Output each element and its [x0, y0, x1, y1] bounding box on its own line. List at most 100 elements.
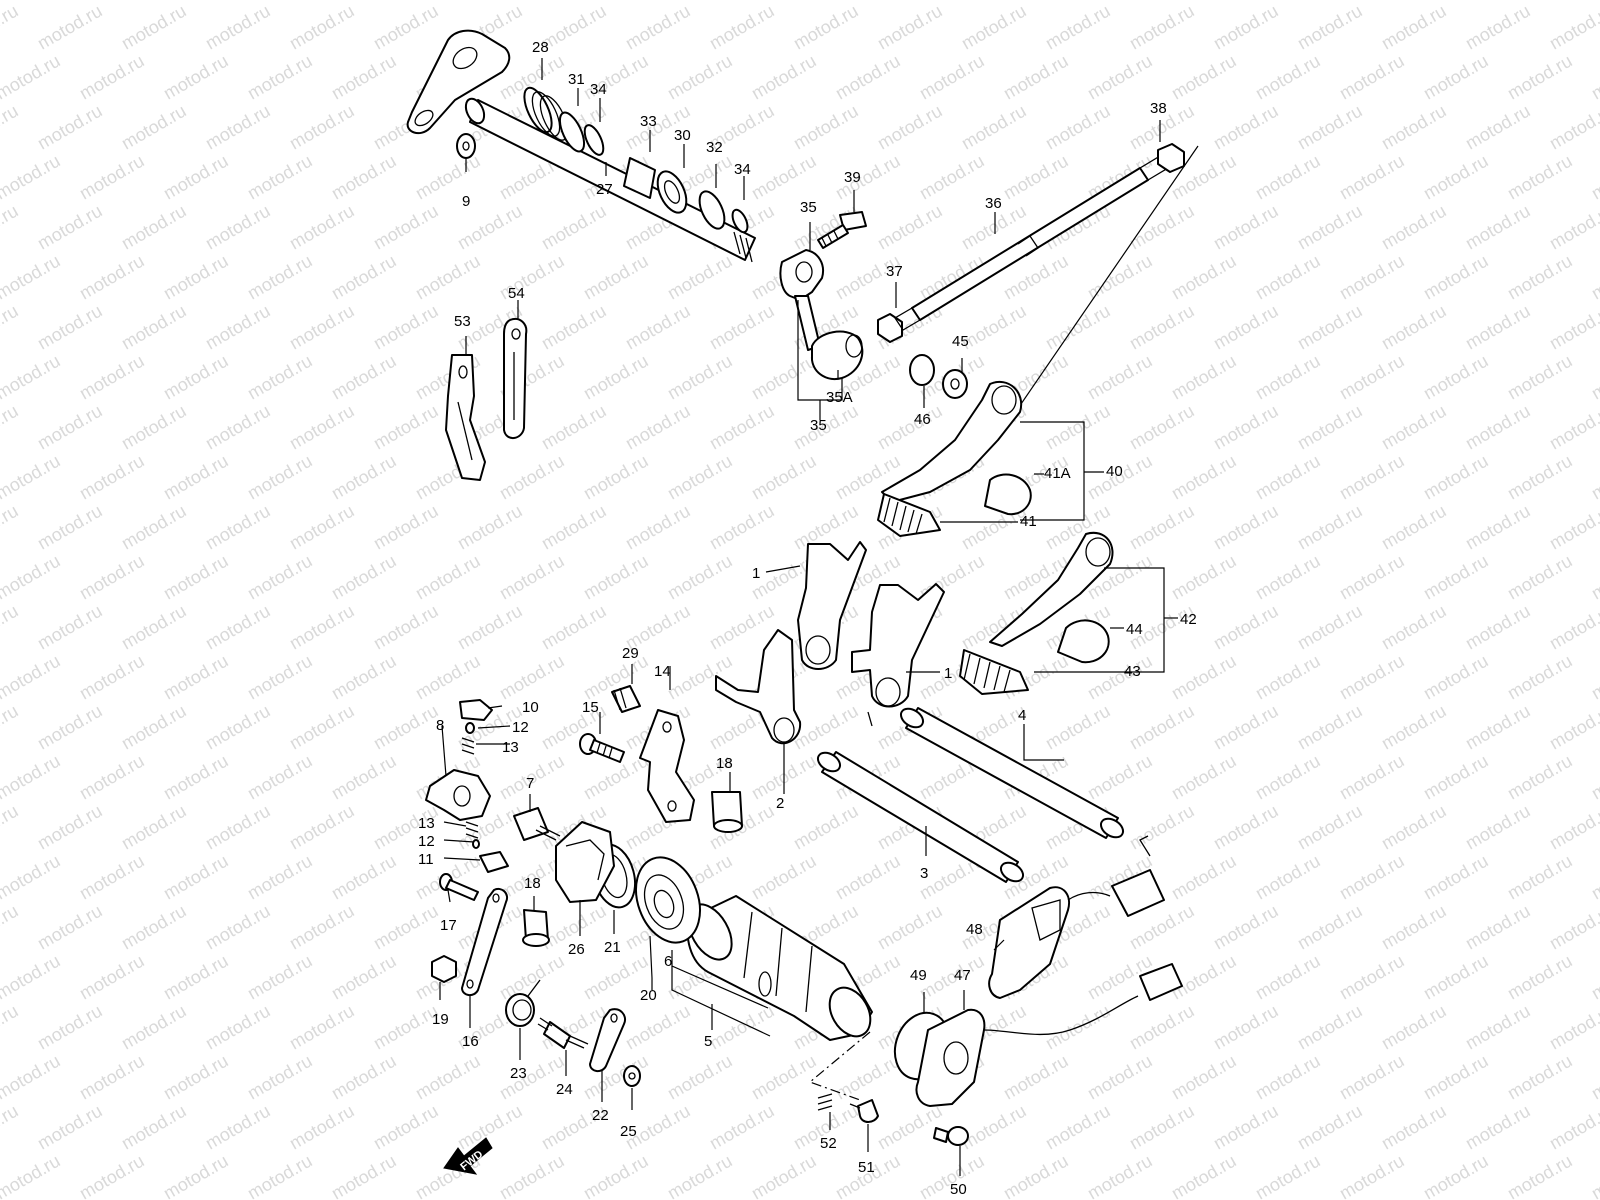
label-3: 3	[920, 865, 928, 882]
watermark-text: motod.ru	[958, 1101, 1030, 1154]
watermark-text: motod.ru	[202, 801, 274, 854]
label-26: 26	[568, 941, 585, 958]
watermark-text: motod.ru	[1294, 101, 1366, 154]
label-30: 30	[674, 127, 691, 144]
watermark-text: motod.ru	[1336, 251, 1408, 304]
watermark-text: motod.ru	[916, 51, 988, 104]
watermark-text: motod.ru	[202, 701, 274, 754]
watermark-text: motod.ru	[748, 0, 820, 3]
watermark-text: motod.ru	[1504, 651, 1576, 704]
shift-fork-2	[715, 629, 802, 745]
watermark-text: motod.ru	[1294, 1001, 1366, 1054]
watermark-text: motod.ru	[76, 851, 148, 904]
watermark-text: motod.ru	[244, 551, 316, 604]
bearing-20	[635, 856, 701, 944]
watermark-text: motod.ru	[34, 401, 106, 454]
watermark-text: motod.ru	[34, 1101, 106, 1154]
label-13-lower: 13	[418, 815, 435, 832]
watermark-text: motod.ru	[244, 651, 316, 704]
watermark-text: motod.ru	[1336, 751, 1408, 804]
watermark-text: motod.ru	[1462, 201, 1534, 254]
watermark-text: motod.ru	[1336, 351, 1408, 404]
watermark-text: motod.ru	[160, 151, 232, 204]
watermark-text: motod.ru	[328, 451, 400, 504]
watermark-text: motod.ru	[0, 351, 64, 404]
watermark-text: motod.ru	[160, 751, 232, 804]
watermark-text: motod.ru	[454, 501, 526, 554]
gearshift-shaft-27	[406, 29, 756, 263]
watermark-text: motod.ru	[76, 451, 148, 504]
washer-9	[456, 133, 476, 159]
label-40: 40	[1106, 463, 1123, 480]
watermark-text: motod.ru	[1294, 801, 1366, 854]
watermark-text: motod.ru	[1294, 601, 1366, 654]
watermark-text: motod.ru	[370, 901, 442, 954]
watermark-text: motod.ru	[958, 101, 1030, 154]
watermark-text: motod.ru	[580, 1151, 652, 1200]
watermark-text: motod.ru	[916, 951, 988, 1004]
watermark-text: motod.ru	[0, 551, 64, 604]
watermark-text: motod.ru	[748, 351, 820, 404]
watermark-text: motod.ru	[1126, 501, 1198, 554]
watermark-text: motod.ru	[286, 701, 358, 754]
watermark-text: motod.ru	[1042, 1, 1114, 54]
watermark-text: motod.ru	[874, 201, 946, 254]
label-46: 46	[914, 411, 931, 428]
watermark-text: motod.ru	[1168, 251, 1240, 304]
watermark-text: motod.ru	[1462, 101, 1534, 154]
fwd-badge	[443, 1137, 493, 1175]
watermark-text: motod.ru	[1126, 401, 1198, 454]
watermark-text: motod.ru	[1546, 701, 1600, 754]
watermark-text: motod.ru	[1588, 651, 1600, 704]
label-12-upper: 12	[512, 719, 529, 736]
watermark-text: motod.ru	[1420, 251, 1492, 304]
watermark-text: motod.ru	[1546, 1, 1600, 54]
label-35-top: 35	[800, 199, 817, 216]
watermark-text: motod.ru	[1378, 201, 1450, 254]
watermark-text: motod.ru	[76, 551, 148, 604]
watermark-text: motod.ru	[244, 851, 316, 904]
spring-13	[461, 737, 475, 755]
watermark-text: motod.ru	[748, 851, 820, 904]
watermark-text: motod.ru	[160, 1051, 232, 1104]
watermark-text: motod.ru	[1504, 851, 1576, 904]
watermark-text: motod.ru	[0, 951, 64, 1004]
watermark-text: motod.ru	[1252, 1051, 1324, 1104]
watermark-text: motod.ru	[1252, 1151, 1324, 1200]
watermark-text: motod.ru	[76, 1151, 148, 1200]
watermark-text: motod.ru	[496, 651, 568, 704]
label-23: 23	[510, 1065, 527, 1082]
watermark-text: motod.ru	[1126, 701, 1198, 754]
label-25: 25	[620, 1123, 637, 1140]
nut-19	[431, 955, 457, 983]
watermark-text: motod.ru	[244, 1151, 316, 1200]
label-27: 27	[596, 181, 613, 198]
watermark-text: motod.ru	[1252, 851, 1324, 904]
watermark-text: motod.ru	[496, 451, 568, 504]
watermark-text: motod.ru	[748, 1151, 820, 1200]
watermark-text: motod.ru	[1462, 801, 1534, 854]
label-18-lower: 18	[524, 875, 541, 892]
label-53: 53	[454, 313, 471, 330]
watermark-text: motod.ru	[790, 801, 862, 854]
watermark-text: motod.ru	[1546, 1101, 1600, 1154]
watermark-text: motod.ru	[1462, 501, 1534, 554]
watermark-text: motod.ru	[1000, 151, 1072, 204]
watermark-text: motod.ru	[0, 801, 22, 854]
watermark-text: motod.ru	[1336, 651, 1408, 704]
watermark-text: motod.ru	[1294, 501, 1366, 554]
watermark-text: motod.ru	[1420, 651, 1492, 704]
label-37: 37	[886, 263, 903, 280]
watermark-text: motod.ru	[34, 201, 106, 254]
watermark-text: motod.ru	[160, 951, 232, 1004]
watermark-text: motod.ru	[118, 1001, 190, 1054]
watermark-text: motod.ru	[1210, 201, 1282, 254]
watermark-text: motod.ru	[1588, 751, 1600, 804]
bracket-54	[503, 318, 528, 439]
watermark-text: motod.ru	[1252, 551, 1324, 604]
nut-38	[1157, 143, 1185, 173]
watermark-text: motod.ru	[286, 101, 358, 154]
watermark-text: motod.ru	[706, 501, 778, 554]
watermark-text: motod.ru	[1420, 551, 1492, 604]
watermark-text: motod.ru	[370, 701, 442, 754]
